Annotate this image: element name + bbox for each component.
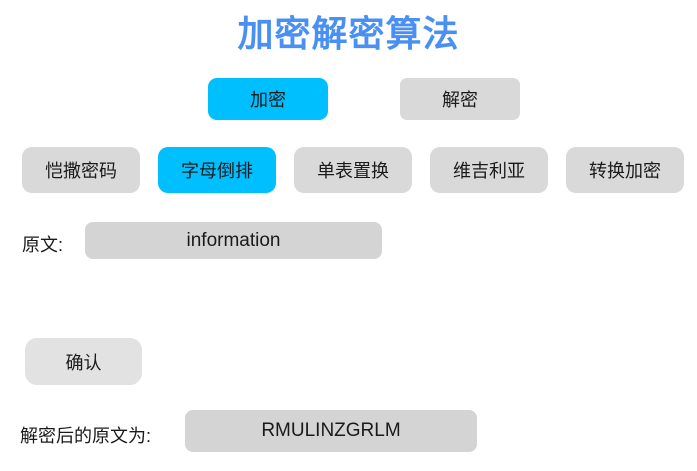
page-title: 加密解密算法 [237,13,460,54]
plaintext-input[interactable]: information [85,222,382,259]
cipher-tab-vigenere[interactable]: 维吉利亚 [430,147,548,193]
result-output: RMULINZGRLM [185,410,477,452]
mode-tab-encrypt[interactable]: 加密 [208,78,328,120]
mode-tab-decrypt[interactable]: 解密 [400,78,520,120]
plaintext-label: 原文: [22,235,64,255]
cipher-tab-atbash[interactable]: 字母倒排 [158,147,276,193]
cipher-tab-caesar[interactable]: 恺撒密码 [22,147,140,193]
cipher-tab-monoalphabetic[interactable]: 单表置换 [294,147,412,193]
confirm-button[interactable]: 确认 [25,338,142,385]
cipher-tab-transposition[interactable]: 转换加密 [566,147,684,193]
result-label: 解密后的原文为: [20,426,152,446]
